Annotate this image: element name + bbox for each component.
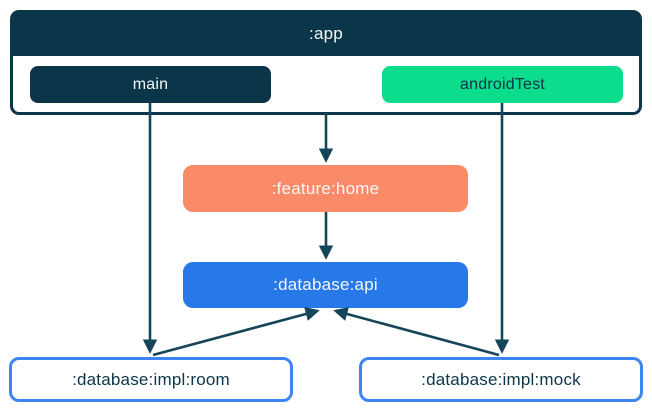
edge-database-impl-room-to-database-api [152,307,320,357]
androidtest-source-set-box: androidTest [382,66,623,103]
main-source-set-label: main [132,75,169,93]
app-module-label: :app [309,23,343,43]
androidtest-source-set-label: androidTest [460,75,545,93]
feature-home-module-label: :feature:home [271,178,380,198]
database-impl-mock-module-label: :database:impl:mock [421,369,581,389]
main-source-set-box: main [30,66,271,103]
feature-home-module-box: :feature:home [183,165,468,212]
database-impl-mock-module-box: :database:impl:mock [359,357,643,402]
edge-database-impl-mock-to-database-api [333,307,500,357]
app-module-header: :app [13,13,639,54]
database-impl-room-module-label: :database:impl:room [72,369,230,389]
database-api-module-label: :database:api [273,275,378,294]
database-api-module-box: :database:api [183,262,468,308]
database-impl-room-module-box: :database:impl:room [9,357,293,402]
